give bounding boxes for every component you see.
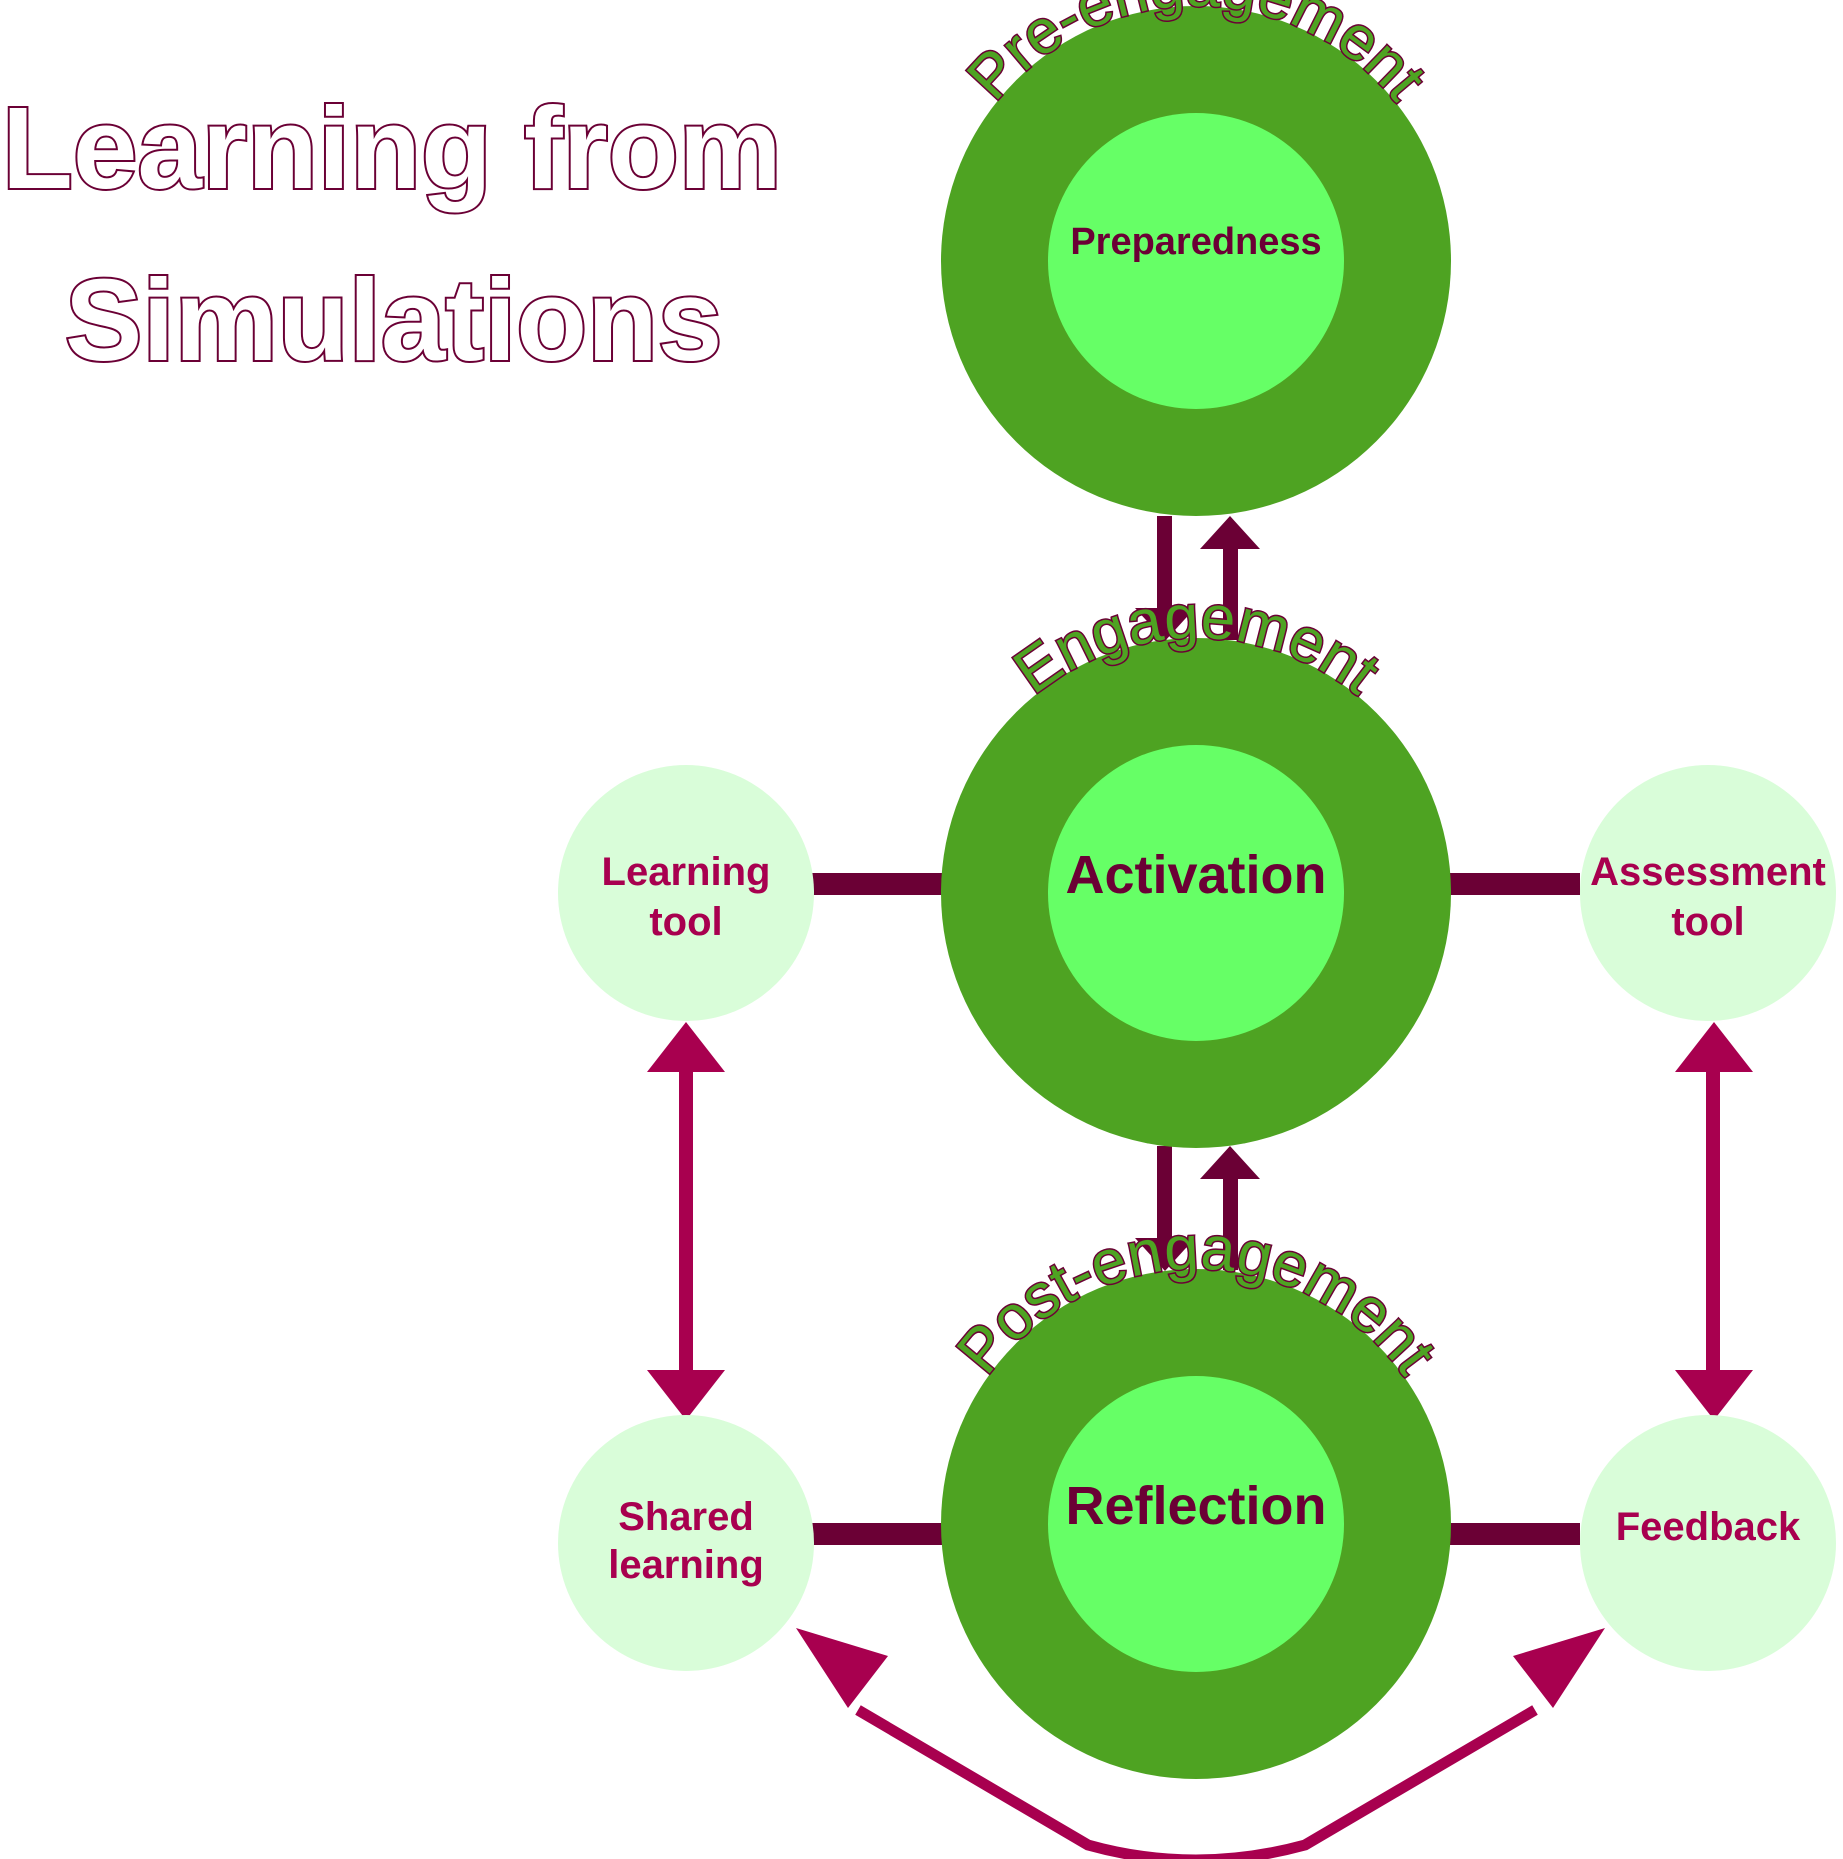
feedback-node: Feedback — [1580, 1415, 1836, 1671]
learning-tool-line-1: Learning — [602, 850, 771, 894]
up-arrow-icon — [1200, 516, 1260, 640]
down-arrow-icon — [1135, 516, 1195, 641]
connector-shared-learning — [812, 1523, 947, 1545]
assessment-tool-node: Assessment tool — [1580, 765, 1836, 1021]
activation-label: Activation — [1065, 845, 1326, 905]
learning-tool-node: Learning tool — [558, 765, 814, 1021]
connector-learning-tool — [812, 873, 947, 895]
down-arrow-icon — [1135, 1146, 1195, 1271]
arrows-pre-engage — [1135, 516, 1260, 641]
reflection-label: Reflection — [1065, 1476, 1326, 1536]
learning-tool-line-2: tool — [649, 900, 722, 944]
arrows-engage-post — [1135, 1146, 1260, 1271]
double-arrow-left-icon — [647, 1022, 725, 1420]
shared-learning-line-1: Shared — [618, 1495, 754, 1539]
post-engagement-node: Post-engagement Reflection — [941, 1212, 1451, 1779]
connector-assessment-tool — [1445, 873, 1580, 895]
up-arrow-icon — [1200, 1146, 1260, 1270]
feedback-label: Feedback — [1616, 1505, 1801, 1549]
double-arrow-right-icon — [1675, 1022, 1753, 1420]
pre-engagement-node: Pre-engagement Preparedness — [941, 0, 1451, 516]
shared-learning-line-2: learning — [608, 1543, 764, 1587]
engagement-node: Engagement Activation — [941, 581, 1451, 1148]
bottom-curved-arrow-icon — [796, 1628, 1605, 1859]
title-line-2: Simulations — [65, 255, 722, 385]
title-line-1: Learning from — [2, 83, 782, 213]
connector-feedback — [1445, 1523, 1580, 1545]
preparedness-label: Preparedness — [1070, 221, 1321, 263]
assessment-tool-line-2: tool — [1671, 900, 1744, 944]
shared-learning-node: Shared learning — [558, 1415, 814, 1671]
assessment-tool-line-1: Assessment — [1590, 850, 1826, 894]
